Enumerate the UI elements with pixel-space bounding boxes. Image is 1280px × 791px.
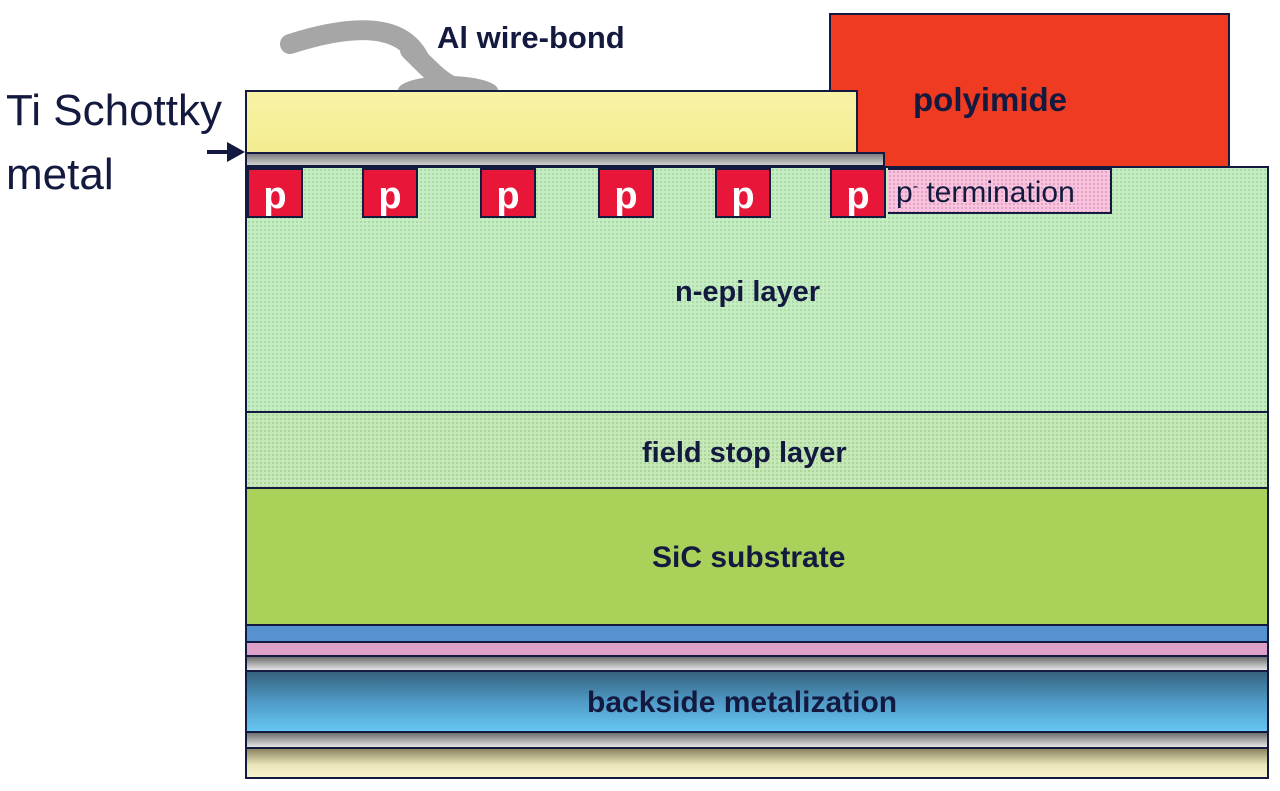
wire-bond-label: Al wire-bond bbox=[437, 20, 625, 55]
field-stop-label: field stop layer bbox=[642, 437, 847, 469]
p-region: p bbox=[247, 168, 303, 218]
p-region: p bbox=[598, 168, 654, 218]
sic-substrate-layer: SiC substrate bbox=[245, 487, 1269, 626]
p-region: p bbox=[715, 168, 771, 218]
schottky-metal-layer bbox=[245, 152, 885, 167]
p-termination-region: p- termination bbox=[888, 168, 1112, 214]
backside-metalization-layer: backside metalization bbox=[245, 670, 1269, 733]
substrate-label: SiC substrate bbox=[652, 541, 846, 574]
p-region: p bbox=[362, 168, 418, 218]
p-region: p bbox=[830, 168, 886, 218]
schottky-label-line1: Ti Schottky bbox=[6, 86, 222, 135]
arrow-icon bbox=[207, 142, 245, 162]
n-epi-label: n-epi layer bbox=[675, 276, 821, 308]
schottky-label-line2: metal bbox=[6, 150, 114, 199]
polyimide-label: polyimide bbox=[913, 81, 1068, 118]
top-metal-layer bbox=[245, 90, 858, 154]
p-region: p bbox=[480, 168, 536, 218]
field-stop-layer: field stop layer bbox=[245, 411, 1269, 489]
backside-cream-layer bbox=[245, 747, 1269, 779]
polyimide-layer: polyimide bbox=[829, 13, 1230, 170]
p-termination-label: p- termination bbox=[896, 176, 1075, 209]
backside-label: backside metalization bbox=[587, 686, 898, 719]
